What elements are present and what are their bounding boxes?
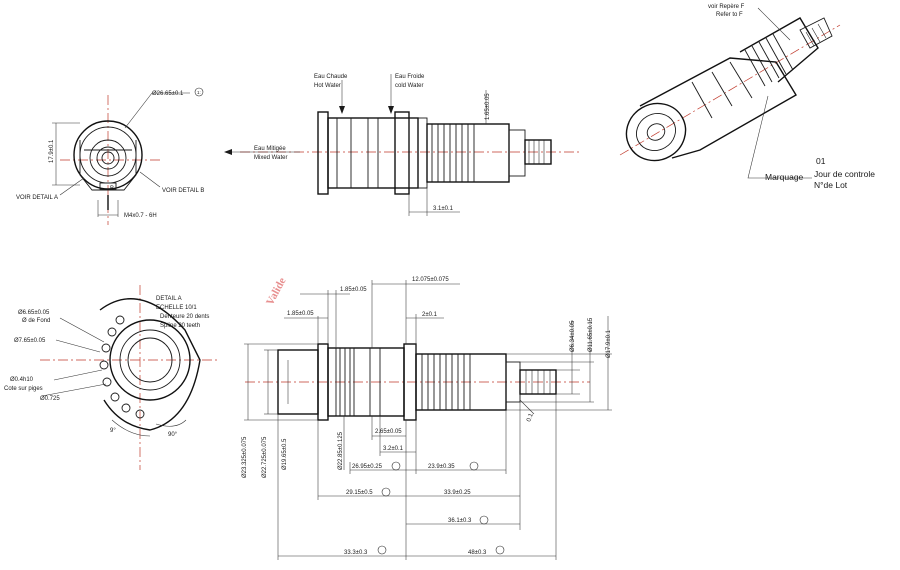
detail-cote: Cote sur piges — [4, 386, 43, 392]
detail-fond: Ø de Fond — [22, 318, 50, 324]
dim-333: 33.3±0.3 — [344, 550, 368, 556]
detail-scale: ECHELLE 10/1 — [156, 305, 197, 311]
end-view: Ø26.65±0.1 1: 17.9±0.1 B M4x0.7 - 6H VOI… — [16, 87, 204, 225]
end-detail-b-ref: VOIR DETAIL B — [162, 188, 204, 194]
end-dim-thread: M4x0.7 - 6H — [124, 213, 157, 219]
hot-water-fr: Eau Chaude — [314, 74, 348, 80]
detail-angle-9: 9° — [110, 428, 116, 434]
iso-refer-fr: voir Repère F — [708, 4, 745, 10]
iso-refer-en: Refer to F — [716, 12, 743, 18]
cold-water-fr: Eau Froide — [395, 74, 425, 80]
main-spline-grooves — [421, 354, 471, 410]
isometric-view: voir Repère F Refer to F 01 Marquage Jou… — [619, 4, 875, 190]
dim-185-left: 1.85±0.05 — [287, 311, 314, 317]
dim-d634: Ø6.34±0.05 — [570, 320, 576, 352]
cold-water-en: cold Water — [395, 83, 423, 89]
dim-2395: 23.9±0.35 — [428, 464, 455, 470]
top-side-view: Eau Mitigée Mixed Water Eau Chaude Hot W… — [224, 74, 580, 216]
top-dim-31: 3.1±0.1 — [433, 206, 454, 212]
detail-angle-90: 90° — [168, 432, 178, 438]
detail-teeth — [99, 315, 145, 419]
end-dim-height: 17.9±0.1 — [49, 139, 55, 163]
dim-d23325: Ø23.325±0.075 — [242, 436, 248, 478]
dim-265: 2.65±0.05 — [375, 429, 402, 435]
dim-361: 36.1±0.3 — [448, 518, 472, 524]
dim-d179: Ø17.9±0.1 — [606, 329, 612, 358]
validation-stamp: Valide — [264, 276, 289, 308]
detail-dim-765: Ø7.65±0.05 — [14, 338, 46, 344]
main-section-view: Valide — [242, 276, 612, 560]
detail-dim-665: Ø6.65±0.05 — [18, 310, 50, 316]
dim-2915: 29.15±0.5 — [346, 490, 373, 496]
detail-a-view: Ø6.65±0.05 Ø de Fond Ø7.65±0.05 Ø0.4h10 … — [4, 285, 220, 470]
iso-marquage: Marquage — [765, 172, 804, 182]
dim-12075: 12.075±0.075 — [412, 277, 449, 283]
dim-185-top: 1.85±0.05 — [340, 287, 367, 293]
dim-2695: 26.95±0.25 — [352, 464, 383, 470]
dim-d1965: Ø19.65±0.5 — [282, 438, 288, 470]
detail-title: DETAIL A — [156, 296, 182, 302]
iso-spline-grooves — [744, 33, 794, 87]
spline-grooves-top — [431, 124, 475, 182]
mixed-water-fr: Eau Mitigée — [254, 146, 286, 152]
detail-dim-0725: Ø0.725 — [40, 396, 60, 402]
end-section-letter: B — [110, 186, 114, 192]
dim-48: 48±0.3 — [468, 550, 487, 556]
detail-dim-04: Ø0.4h10 — [10, 377, 34, 383]
iso-jour: Jour de controle — [814, 169, 875, 179]
mixed-water-en: Mixed Water — [254, 155, 287, 161]
dim-d22725: Ø22.725±0.075 — [262, 436, 268, 478]
dim-339: 33.9±0.25 — [444, 490, 471, 496]
iso-lot: N°de Lot — [814, 180, 848, 190]
detail-teeth-fr: Denteure 20 dents — [160, 314, 209, 320]
end-dim-diameter-tol: 1: — [197, 90, 201, 95]
iso-mark-number: 01 — [816, 156, 826, 166]
hot-water-en: Hot Water — [314, 83, 341, 89]
top-dim-165: 1.65±0.05 — [485, 93, 491, 120]
dim-32: 3.2±0.1 — [383, 446, 404, 452]
dim-d1165: Ø11.65±0.15 — [588, 317, 594, 352]
detail-teeth-en: Spline 20 teeth — [160, 323, 200, 329]
end-dim-diameter: Ø26.65±0.1 — [152, 91, 184, 97]
dim-chamfer: 0.1 — [526, 412, 535, 423]
end-detail-a-ref: VOIR DETAIL A — [16, 195, 58, 201]
dim-d2285: Ø22.85±0.125 — [338, 431, 344, 470]
dim-2: 2±0.1 — [422, 312, 438, 318]
